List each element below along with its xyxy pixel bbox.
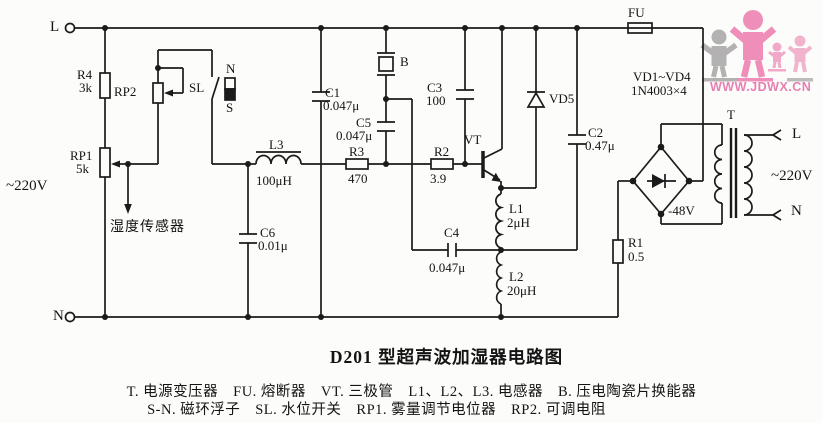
top-rail (75, 27, 704, 182)
capacitor-c3 (456, 28, 474, 164)
resistor-r3 (345, 158, 431, 170)
bridge-diodes-type: 1N4003×4 (631, 83, 687, 98)
inductor-l2 (495, 251, 504, 317)
l1-ref: L1 (509, 201, 524, 216)
l2-ref: L2 (509, 269, 524, 284)
c4-value: 0.047μ (429, 260, 466, 275)
l1-value: 2μH (507, 215, 530, 230)
bridge-rectifier (617, 123, 723, 240)
l2-value: 20μH (507, 283, 537, 298)
inductor-l1 (495, 188, 505, 250)
rp1-value: 5k (76, 161, 89, 176)
c3-value: 100 (426, 93, 446, 108)
capacitor-c1 (312, 28, 330, 317)
r4-value: 3k (79, 80, 92, 95)
terminal-right-n-label: N (791, 203, 802, 219)
resistor-r4 (99, 28, 111, 148)
dc-output-label: -48V (668, 203, 695, 218)
fuse-symbol (627, 22, 653, 34)
c4-ref: C4 (444, 225, 460, 240)
feedback-wire (386, 98, 448, 251)
humidity-sensor-arrow (124, 164, 132, 214)
capacitor-c6 (239, 164, 257, 317)
c2-ref: C2 (588, 125, 604, 140)
inductor-l3 (248, 151, 346, 165)
terminal-left-l-label: L (50, 19, 60, 35)
c5-ref: C5 (356, 115, 372, 130)
l3-ref: L3 (269, 137, 284, 152)
right-voltage-label: ~220V (771, 168, 813, 184)
b-ref: B (400, 54, 409, 69)
c5-value: 0.047μ (336, 128, 373, 143)
fu-label: FU (628, 5, 645, 20)
rp1-ref: RP1 (70, 148, 93, 163)
r2-value: 3.9 (430, 171, 447, 186)
switch-sl (211, 50, 248, 165)
r3-value: 470 (348, 171, 368, 186)
terminal-left-n-label: N (53, 308, 64, 324)
resistor-r1 (612, 239, 624, 317)
transformer-label: T (727, 107, 735, 122)
vd5-ref: VD5 (549, 91, 575, 106)
diode-vd5 (501, 28, 546, 189)
magnet-s-label: S (226, 100, 234, 115)
resistor-r2 (430, 158, 483, 170)
transistor-vt (481, 28, 503, 188)
rp2-ref: RP2 (114, 84, 137, 99)
terminal-left-l (64, 22, 76, 34)
potentiometer-rp2 (152, 49, 212, 164)
r3-ref: R3 (349, 144, 365, 159)
watermark-url: WWW.JDWX.CN (710, 80, 812, 94)
c1-value: 0.047μ (323, 98, 360, 113)
c2-value: 0.47μ (585, 138, 615, 153)
r1-ref: R1 (628, 235, 644, 250)
legend-line-1: T. 电源变压器 FU. 熔断器 VT. 三极管 L1、L2、L3. 电感器 B… (126, 384, 697, 400)
r2-ref: R2 (434, 144, 450, 159)
transformer-t (713, 128, 782, 221)
capacitor-c2 (501, 28, 586, 251)
magnet-n-label: N (226, 61, 236, 76)
legend-line-2: S-N. 磁环浮子 SL. 水位开关 RP1. 雾量调节电位器 RP2. 可调电… (147, 402, 606, 418)
capacitor-c4 (447, 243, 501, 257)
sl-ref: SL (189, 80, 205, 95)
page-title: D201 型超声波加湿器电路图 (329, 347, 564, 367)
terminal-left-n (64, 311, 76, 323)
bridge-diodes-ref: VD1~VD4 (633, 69, 691, 84)
c1-ref: C1 (325, 85, 341, 100)
c6-ref: C6 (260, 225, 276, 240)
capacitor-c5 (377, 99, 395, 164)
vt-ref: VT (464, 132, 482, 147)
l3-value: 100μH (256, 173, 292, 188)
piezo-transducer-b (377, 28, 395, 99)
c6-value: 0.01μ (258, 238, 288, 253)
left-voltage-label: ~220V (6, 178, 48, 194)
watermark-logo (700, 10, 813, 82)
r1-value: 0.5 (628, 249, 645, 264)
c3-ref: C3 (427, 80, 443, 95)
r4-ref: R4 (77, 67, 93, 82)
magnet-float-symbol (224, 77, 236, 101)
junction-dots (102, 25, 693, 320)
terminal-right-l-label: L (792, 126, 802, 142)
humidity-sensor-label: 湿度传感器 (110, 220, 185, 235)
